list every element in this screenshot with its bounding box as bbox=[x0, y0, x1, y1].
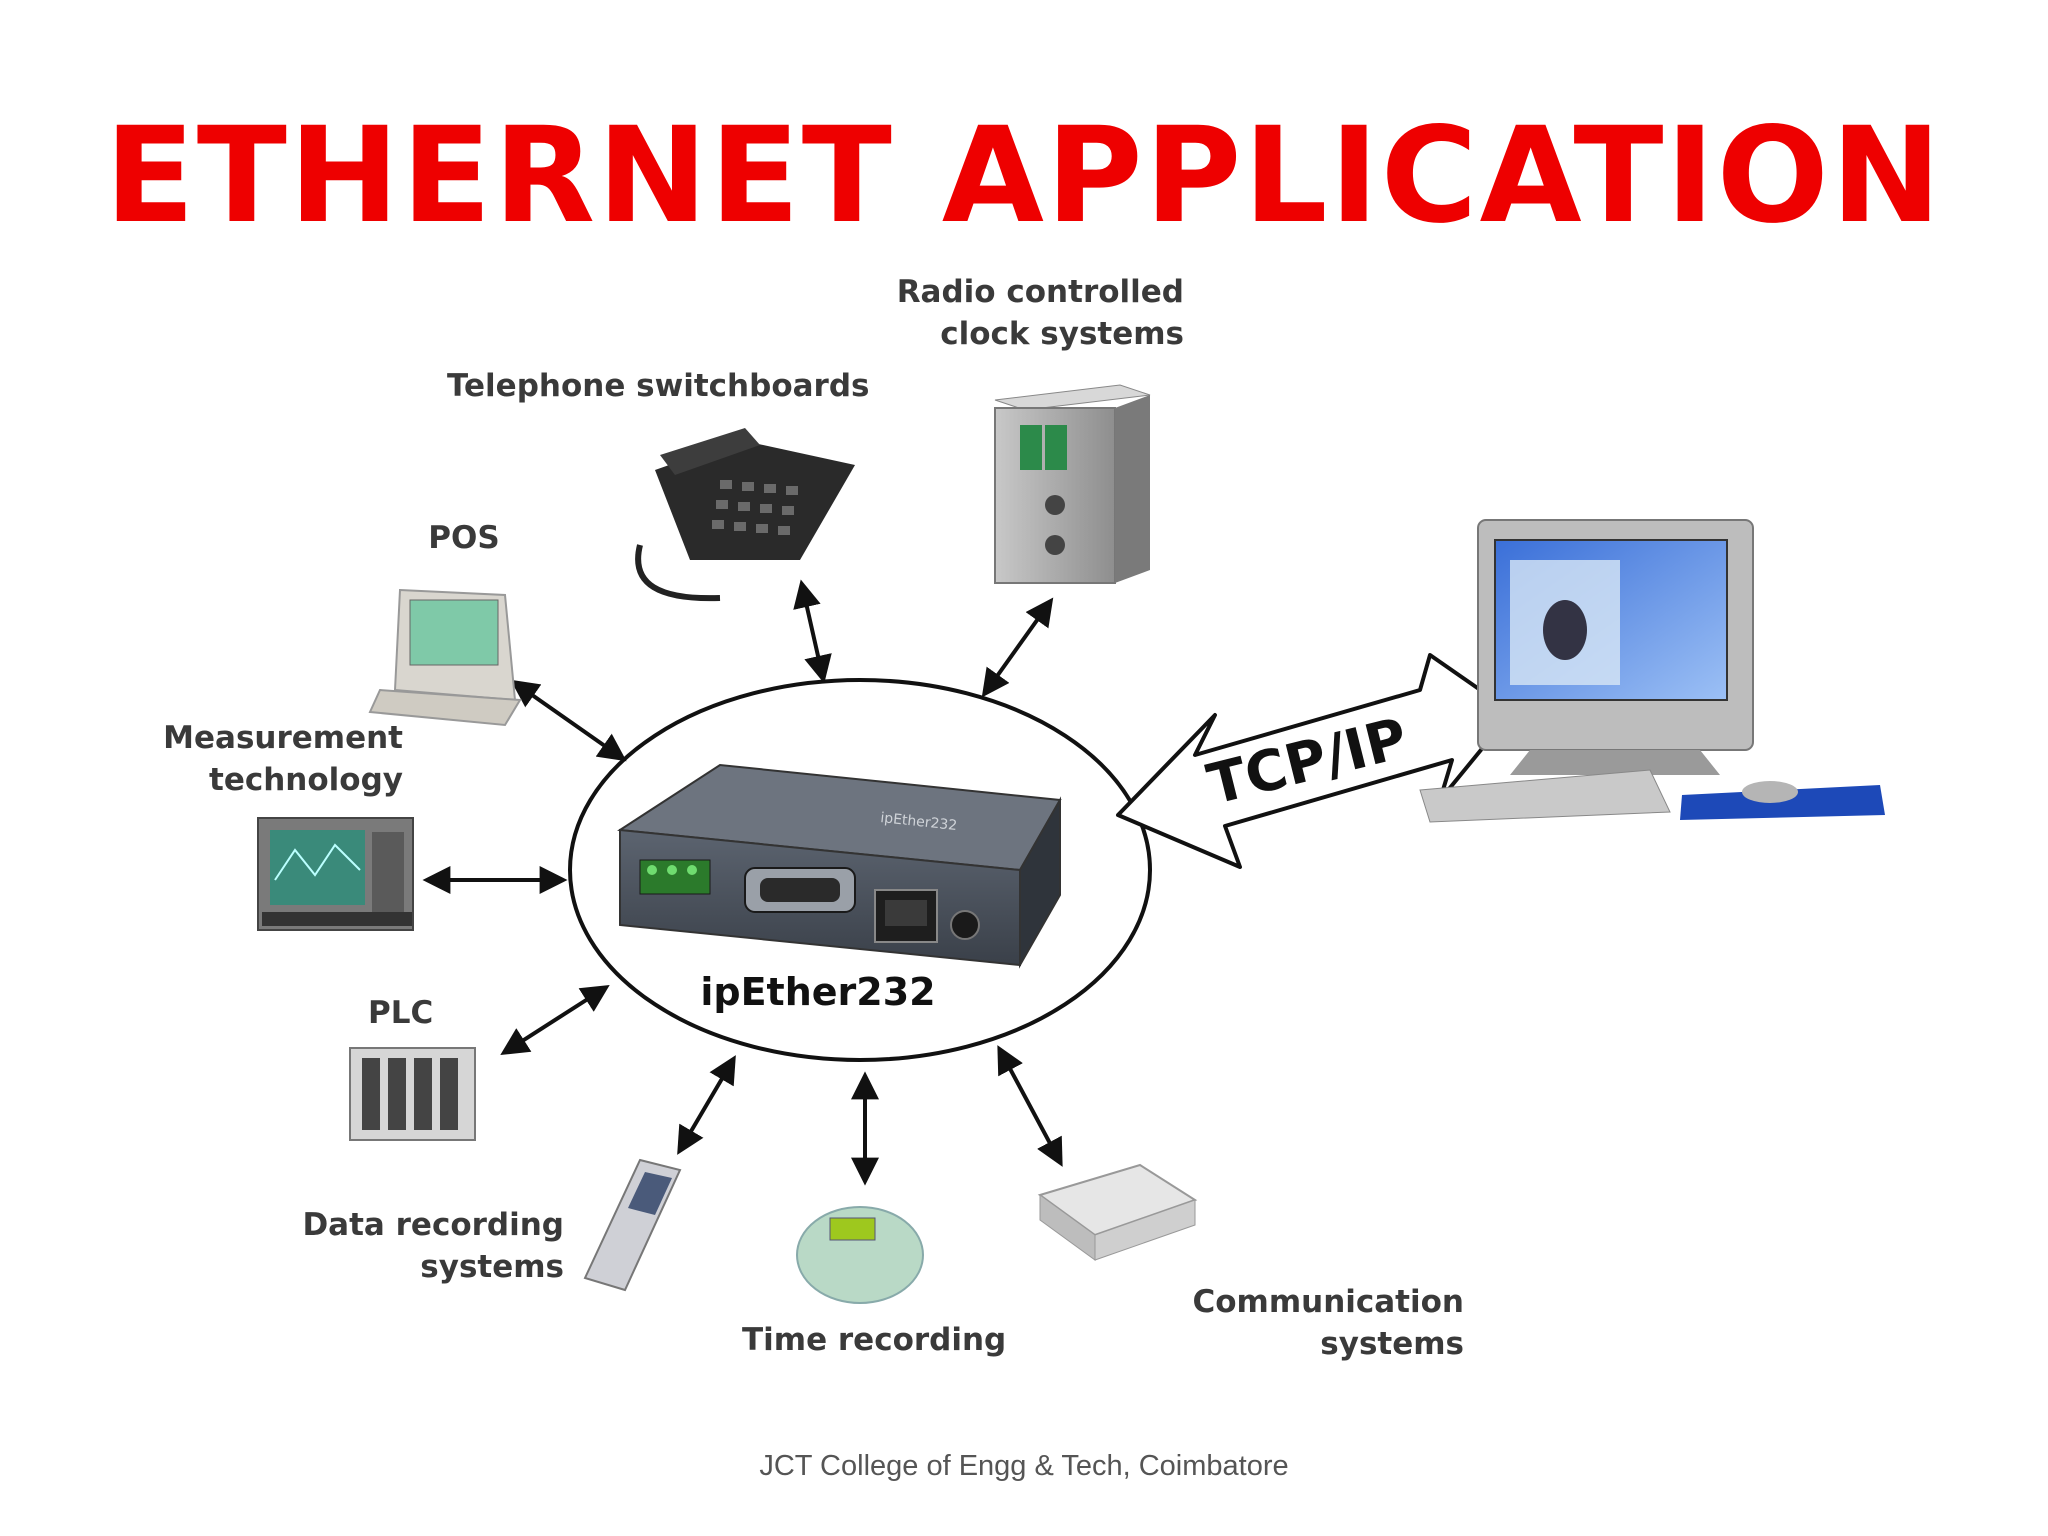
measurement-label-line2: technology bbox=[209, 761, 403, 798]
measurement-label-line1: Measurement bbox=[163, 720, 403, 756]
communication-label-line1: Communication bbox=[1192, 1284, 1464, 1320]
hub-label: ipEther232 bbox=[700, 970, 935, 1014]
pos-label: POS bbox=[428, 520, 500, 556]
handheld-scanner-icon bbox=[583, 1158, 682, 1292]
telephone-label: Telephone switchboards bbox=[447, 368, 870, 404]
connector-arrows bbox=[422, 579, 1063, 1186]
time-recording-label: Time recording bbox=[742, 1322, 1007, 1358]
radio-clock-label-line1: Radio controlled bbox=[896, 274, 1184, 310]
plc-icon bbox=[349, 1047, 476, 1141]
measurement-label: Measurement technology bbox=[163, 718, 403, 802]
time-clock-icon bbox=[796, 1206, 924, 1304]
communication-label-line2: systems bbox=[1320, 1325, 1464, 1362]
plc-label: PLC bbox=[368, 995, 434, 1031]
slide-title: ETHERNET APPLICATION bbox=[104, 99, 1944, 253]
ipether232-device-icon: ipEther232 bbox=[617, 763, 1062, 969]
clock-device-icon bbox=[994, 384, 1151, 584]
radio-clock-label: Radio controlled clock systems bbox=[897, 272, 1184, 356]
radio-clock-label-line2: clock systems bbox=[940, 315, 1184, 352]
oscilloscope-icon bbox=[257, 817, 414, 931]
communication-label: Communication systems bbox=[1192, 1282, 1464, 1366]
slide-footer: JCT College of Engg & Tech, Coimbatore bbox=[759, 1450, 1289, 1482]
router-icon bbox=[1037, 1163, 1198, 1261]
pos-terminal-icon bbox=[368, 588, 522, 727]
data-recording-label-line2: systems bbox=[420, 1248, 564, 1285]
telephone-icon bbox=[635, 428, 855, 602]
desktop-computer-icon bbox=[1419, 519, 1885, 823]
data-recording-label: Data recording systems bbox=[302, 1205, 564, 1289]
data-recording-label-line1: Data recording bbox=[302, 1207, 564, 1243]
